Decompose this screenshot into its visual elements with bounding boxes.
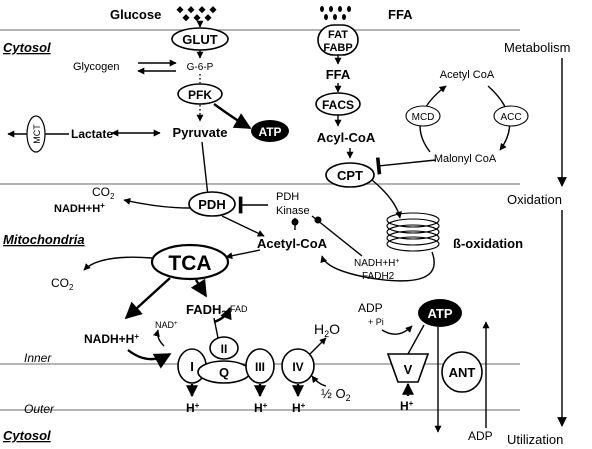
pfk-label: PFK — [188, 88, 212, 102]
tca-to-fadh2-arrow — [190, 278, 208, 298]
mct-label: MCT — [32, 124, 42, 144]
complex-IV-label: IV — [292, 360, 303, 374]
co2-tca-label: CO2 — [51, 276, 74, 292]
mcd-label: MCD — [412, 112, 435, 123]
stage-utilization: Utilization — [507, 432, 563, 447]
fadh2-label: FADH2 — [186, 302, 226, 319]
atp-glycolysis-label: ATP — [258, 125, 281, 139]
complex-V — [386, 353, 430, 383]
fat-label: FAT — [328, 29, 348, 41]
glucose-molecule-icon — [176, 6, 217, 22]
tca-to-nadh-arrow — [124, 277, 171, 320]
acc-enzyme — [493, 105, 529, 127]
lactate-label: Lactate — [71, 127, 113, 141]
fadh2-beta-label: FADH2 — [362, 271, 395, 282]
complex-II — [209, 336, 239, 360]
acc-label: ACC — [500, 112, 521, 123]
atp-glycolysis-badge — [251, 120, 289, 142]
nadh-inhibits-kinase — [311, 215, 363, 257]
ant-label: ANT — [449, 365, 476, 380]
atp-synthase-label: ATP — [427, 306, 452, 321]
adp-bottom-label: ADP — [468, 429, 493, 443]
acyl-coa-label: Acyl-CoA — [317, 130, 376, 145]
malonyl-inhibits-cpt — [375, 157, 437, 175]
complexIV-to-h2o-arrow — [309, 337, 327, 355]
section-inner: Inner — [24, 351, 52, 365]
complex-IV — [281, 348, 315, 384]
adp-top-label: ADP — [358, 301, 383, 315]
v-to-atp-line — [407, 324, 425, 355]
beta-oxidation-spiral — [386, 212, 440, 252]
fadh2-to-fad-arrow — [213, 306, 232, 324]
ffa-molecule-icon — [320, 6, 351, 20]
fadh2-to-c2-line — [213, 317, 219, 339]
section-cytosol-bottom: Cytosol — [3, 428, 51, 443]
o2-to-complexIV-arrow — [311, 375, 327, 387]
facs-label: FACS — [322, 98, 354, 112]
stage-oxidation: Oxidation — [507, 192, 562, 207]
g6p-label: G-6-P — [187, 62, 214, 73]
pdh-kinase-line2: Kinase — [276, 205, 310, 217]
h2-label: H+ — [254, 401, 268, 415]
nadh-kinase-dot — [314, 216, 322, 224]
nadh-beta-label: NADH+H+ — [354, 258, 400, 269]
acetylcoa-to-tca-arrow — [225, 249, 261, 260]
glycogen-label: Glycogen — [73, 61, 119, 73]
acetyl-coa-label: Acetyl-CoA — [257, 236, 328, 251]
cpt-label: CPT — [337, 168, 363, 183]
acetylcoa-kinase-dot — [291, 218, 299, 226]
tca-to-co2-arrow — [83, 256, 153, 271]
adp-to-atp-arrow — [381, 325, 413, 335]
pfk-to-atp-arrow — [213, 103, 252, 130]
glucose-label: Glucose — [110, 7, 161, 22]
half-o2-label: ½ O2 — [321, 386, 351, 403]
ffa-in-label: FFA — [388, 7, 413, 22]
nadh-top-label: NADH+H+ — [54, 201, 105, 215]
pyruvate-to-pdh-line — [201, 141, 209, 197]
pi-label: + Pi — [368, 317, 384, 327]
section-outer: Outer — [24, 402, 55, 416]
tca-label: TCA — [168, 252, 211, 275]
mcd-enzyme — [405, 105, 441, 127]
nad-return-arrow — [153, 329, 165, 347]
section-cytosol-top: Cytosol — [3, 40, 51, 55]
pdh-enzyme — [188, 191, 236, 217]
complex-I-label: I — [190, 359, 194, 374]
pdh-kinase-line1: PDH — [276, 191, 299, 203]
co2-top-label: CO2 — [92, 185, 115, 201]
nadh-to-nad-arrow — [127, 349, 172, 369]
beta-to-acetylcoa-arrow — [320, 251, 435, 282]
pfk-enzyme — [177, 83, 223, 105]
glut-label: GLUT — [182, 32, 217, 47]
beta-oxidation-label: ß-oxidation — [453, 236, 523, 251]
pdh-to-acetylcoa-arrow — [221, 215, 265, 237]
complex-III — [245, 348, 275, 384]
atp-synthase-badge — [418, 299, 462, 327]
malonyl-coa-label: Malonyl CoA — [434, 153, 497, 165]
ant-transporter — [441, 351, 483, 393]
complex-II-label: II — [221, 342, 228, 356]
nad-label: NAD+ — [155, 320, 178, 330]
fad-label: FAD — [230, 304, 248, 314]
ffa-label: FFA — [326, 67, 351, 82]
quinone-Q-label: Q — [219, 365, 229, 380]
pdh-label: PDH — [198, 197, 225, 212]
h1-label: H+ — [186, 401, 200, 415]
nadh-etc-label: NADH+H+ — [84, 332, 139, 346]
stage-metabolism: Metabolism — [504, 40, 570, 55]
tca-cycle — [150, 243, 230, 281]
h4-label: H+ — [400, 399, 414, 413]
section-mitochondria: Mitochondria — [3, 232, 85, 247]
complex-V-label: V — [404, 362, 413, 377]
h2o-label: H2O — [314, 321, 340, 339]
complex-III-label: III — [255, 360, 265, 374]
pyruvate-label: Pyruvate — [173, 125, 228, 140]
pdh-to-co2-arrow — [123, 197, 191, 209]
cpt-enzyme — [325, 162, 375, 188]
h3-label: H+ — [292, 401, 306, 415]
cpt-to-beta-arrow — [371, 179, 403, 219]
fabp-label: FABP — [323, 42, 352, 54]
acetyl-coa-cyt-label: Acetyl CoA — [440, 69, 495, 81]
